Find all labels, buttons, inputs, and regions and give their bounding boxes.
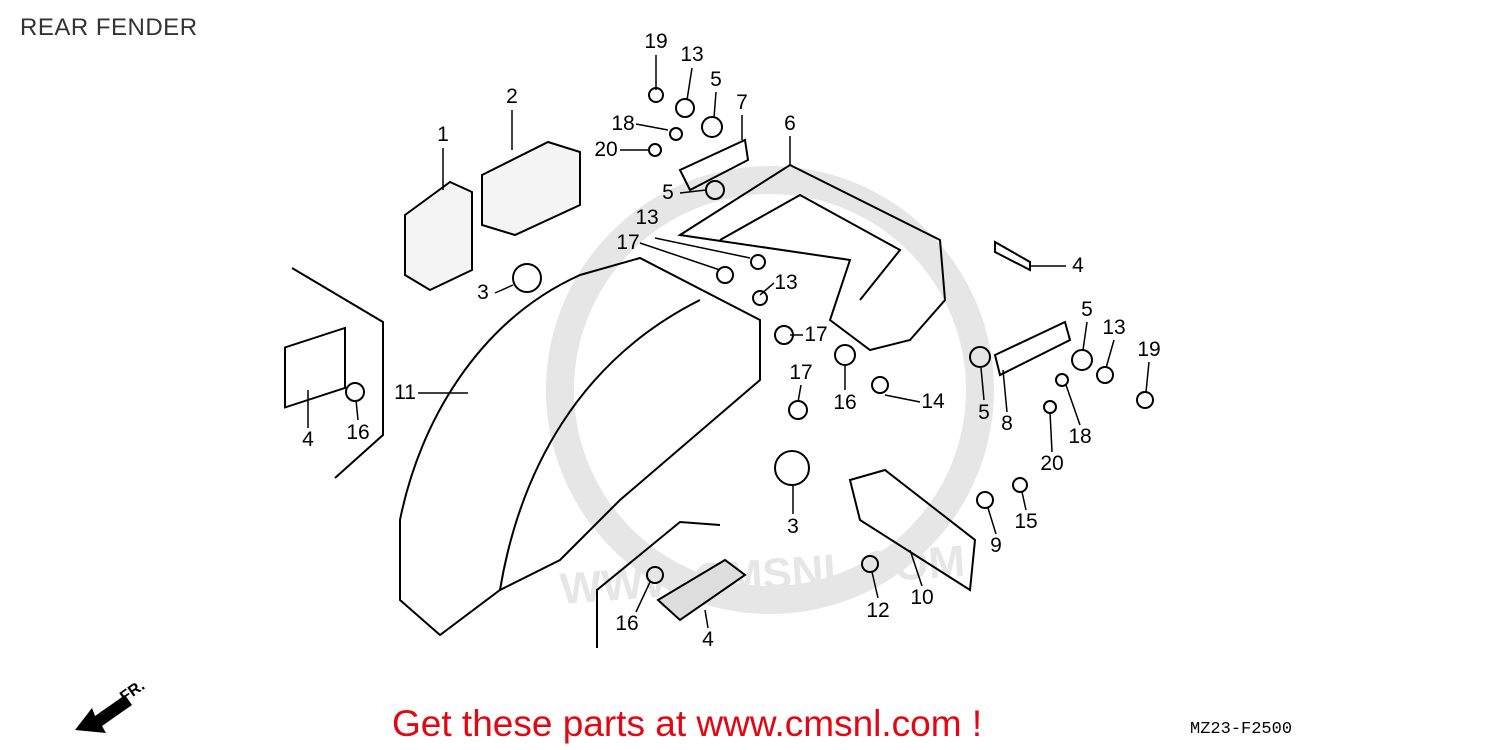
callout-4: 4 — [1072, 254, 1084, 277]
callout-1: 1 — [437, 123, 449, 146]
cms-watermark — [546, 166, 994, 614]
callout-19: 19 — [1137, 338, 1161, 361]
diagram-code: MZ23-F2500 — [1190, 720, 1293, 739]
part-3-grommet — [774, 450, 810, 486]
callout-19: 19 — [644, 30, 668, 53]
callout-13: 13 — [680, 43, 704, 66]
callout-20: 20 — [594, 138, 618, 161]
part-11-fender — [399, 256, 761, 637]
callout-12: 12 — [866, 599, 890, 622]
callout-17: 17 — [804, 323, 828, 346]
part-4-reflector — [284, 326, 346, 409]
callout-13: 13 — [774, 271, 798, 294]
diagram-title: REAR FENDER — [20, 14, 198, 41]
part-2-box — [481, 140, 581, 237]
part-4-reflector — [994, 240, 1031, 272]
callout-15: 15 — [1014, 510, 1038, 533]
part-6-bracket — [677, 163, 947, 352]
callout-17: 17 — [616, 231, 640, 254]
callout-17: 17 — [789, 361, 813, 384]
callout-3: 3 — [787, 515, 799, 538]
callout-18: 18 — [611, 112, 635, 135]
callout-13: 13 — [1102, 316, 1126, 339]
callout-14: 14 — [921, 390, 945, 413]
callout-18: 18 — [1068, 425, 1092, 448]
callout-13: 13 — [635, 206, 659, 229]
callout-10: 10 — [910, 586, 934, 609]
callout-2: 2 — [506, 85, 518, 108]
part-1-box — [404, 180, 473, 292]
front-direction-arrow — [75, 695, 132, 733]
callout-5: 5 — [978, 401, 990, 424]
callout-9: 9 — [990, 534, 1002, 557]
part-4-reflector — [656, 558, 747, 622]
part-3-grommet — [512, 263, 542, 293]
callout-5: 5 — [662, 181, 674, 204]
callout-5: 5 — [710, 68, 722, 91]
part-7-plate — [678, 138, 750, 192]
part-10-plate — [848, 468, 977, 592]
callout-5: 5 — [1081, 298, 1093, 321]
part-8-plate — [993, 320, 1072, 377]
promo-link[interactable]: Get these parts at www.cmsnl.com ! — [392, 703, 983, 744]
callout-3: 3 — [477, 281, 489, 304]
callout-6: 6 — [784, 112, 796, 135]
callout-7: 7 — [736, 91, 748, 114]
callout-4: 4 — [702, 628, 714, 651]
callout-20: 20 — [1040, 452, 1064, 475]
callout-16: 16 — [833, 391, 857, 414]
callout-4: 4 — [302, 428, 314, 451]
callout-16: 16 — [346, 421, 370, 444]
callout-8: 8 — [1001, 412, 1013, 435]
callout-16: 16 — [615, 612, 639, 635]
callout-11: 11 — [394, 381, 416, 404]
